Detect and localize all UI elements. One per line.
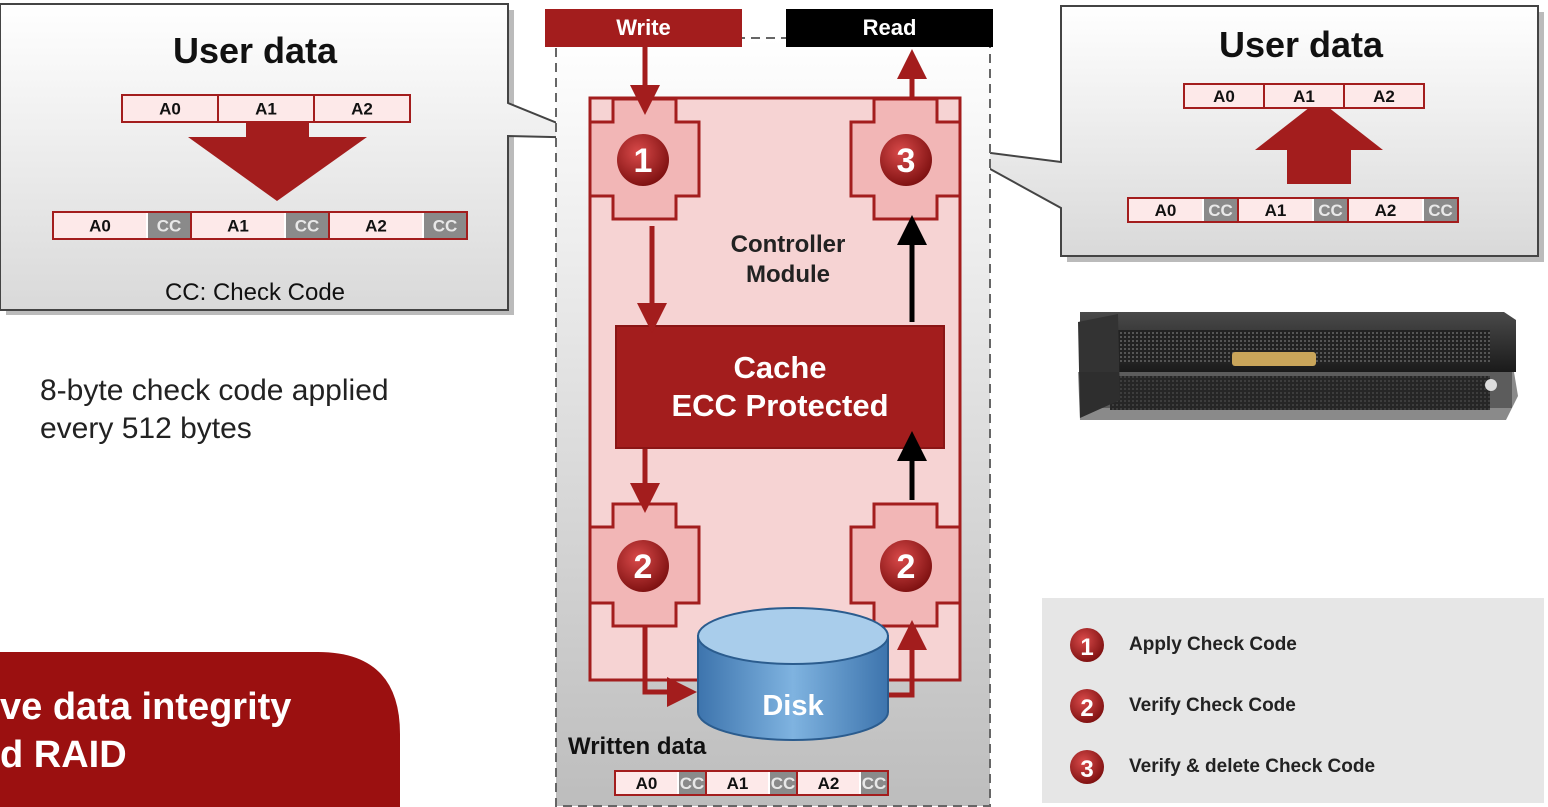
data-block-label: A1: [255, 100, 277, 119]
check-code-block-label: CC: [771, 774, 796, 793]
block-strip-border: [52, 211, 468, 240]
data-block-label: A0: [159, 100, 181, 119]
data-block-label: A1: [727, 774, 749, 793]
data-block-label: A2: [1375, 201, 1397, 220]
legend-item-apply: Apply Check Code: [1129, 634, 1297, 655]
data-block-label: A2: [1373, 87, 1395, 106]
written-data-title: Written data: [568, 733, 707, 760]
check-code-block-label: CC: [1318, 201, 1343, 220]
block-strip-border: [1183, 83, 1425, 109]
data-block-label: A1: [1293, 87, 1315, 106]
check-code-block-label: CC: [680, 774, 705, 793]
svg-text:3: 3: [1080, 756, 1093, 783]
legend-badge-3-icon: 3: [1070, 750, 1104, 784]
check-code-block-label: CC: [1428, 201, 1453, 220]
data-block-label: A2: [818, 774, 840, 793]
check-code-block-label: CC: [295, 217, 320, 236]
svg-text:1: 1: [634, 142, 653, 180]
check-code-block-label: CC: [433, 217, 458, 236]
arrow-up-shaft: [1287, 150, 1351, 184]
data-block-label: A0: [1213, 87, 1235, 106]
arrow-down-icon: [188, 101, 367, 201]
svg-text:1: 1: [1080, 634, 1093, 661]
cache-label: Cache ECC Protected: [616, 349, 944, 425]
check-code-block-label: CC: [1208, 201, 1233, 220]
storage-device-image: [1078, 312, 1518, 420]
check-code-block: [284, 211, 330, 240]
write-label: Write: [545, 9, 742, 47]
data-block: [217, 94, 315, 123]
cache-subtitle: ECC Protected: [671, 388, 889, 423]
legend-badge-2-icon: 2: [1070, 689, 1104, 723]
description-text: 8-byte check code applied every 512 byte…: [40, 372, 540, 448]
svg-text:2: 2: [897, 548, 916, 586]
cache-block: [615, 325, 945, 449]
data-block-label: A1: [1265, 201, 1287, 220]
left-top-blocks: A0 A1 A2: [121, 94, 411, 123]
disk-label: Disk: [762, 690, 824, 722]
banner-shape: [0, 652, 400, 807]
badge-3-icon: 3: [880, 134, 932, 186]
block-strip-border: [121, 94, 411, 123]
svg-text:2: 2: [1080, 695, 1093, 722]
badge-2-icon: 2: [617, 540, 669, 592]
data-block: [1347, 197, 1424, 223]
left-bottom-blocks: A0 CC A1 CC A2 CC: [52, 211, 468, 240]
written-blocks: A0 CC A1 CC A2 CC: [614, 770, 889, 796]
arrow-up-icon: [1255, 100, 1383, 150]
controller-title-line-1: Controller: [730, 231, 846, 258]
data-block-label: A2: [351, 100, 373, 119]
svg-text:3: 3: [897, 142, 916, 180]
block-strip-border: [1127, 197, 1459, 223]
disk-icon: [697, 607, 889, 741]
block-strip-border: [614, 770, 889, 796]
check-code-block-label: CC: [157, 217, 182, 236]
check-code-block-label: CC: [862, 774, 887, 793]
callout-left-title: User data: [172, 30, 338, 71]
right-bottom-blocks: A0 CC A1 CC A2 CC: [1127, 197, 1459, 223]
legend-panel: [1042, 598, 1544, 803]
cache-title: Cache: [733, 350, 827, 385]
description-line-1: 8-byte check code applied: [40, 374, 389, 407]
callout-right-title: User data: [1218, 24, 1384, 65]
data-block-label: A0: [89, 217, 111, 236]
right-top-blocks: A0 A1 A2: [1183, 83, 1425, 109]
data-block-label: A1: [227, 217, 249, 236]
read-label: Read: [786, 9, 993, 47]
badge-1-icon: 1: [617, 134, 669, 186]
data-block: [313, 94, 411, 123]
check-code-footnote: CC: Check Code: [164, 279, 346, 306]
badge-2-icon: 2: [880, 540, 932, 592]
legend-item-verify-delete: Verify & delete Check Code: [1129, 756, 1376, 777]
data-block-label: A2: [365, 217, 387, 236]
banner-line-2: d RAID: [0, 734, 127, 776]
svg-text:2: 2: [634, 548, 653, 586]
description-line-2: every 512 bytes: [40, 412, 252, 445]
check-code-block: [1312, 197, 1349, 223]
controller-module-label: Controller Module: [688, 230, 888, 290]
banner-text: ve data integrity d RAID: [0, 683, 291, 779]
legend-badge-1-icon: 1: [1070, 628, 1104, 662]
banner-line-1: ve data integrity: [0, 686, 292, 728]
legend-item-verify: Verify Check Code: [1129, 695, 1296, 716]
controller-title-line-2: Module: [746, 261, 830, 288]
data-block-label: A0: [636, 774, 658, 793]
data-block-label: A0: [1155, 201, 1177, 220]
